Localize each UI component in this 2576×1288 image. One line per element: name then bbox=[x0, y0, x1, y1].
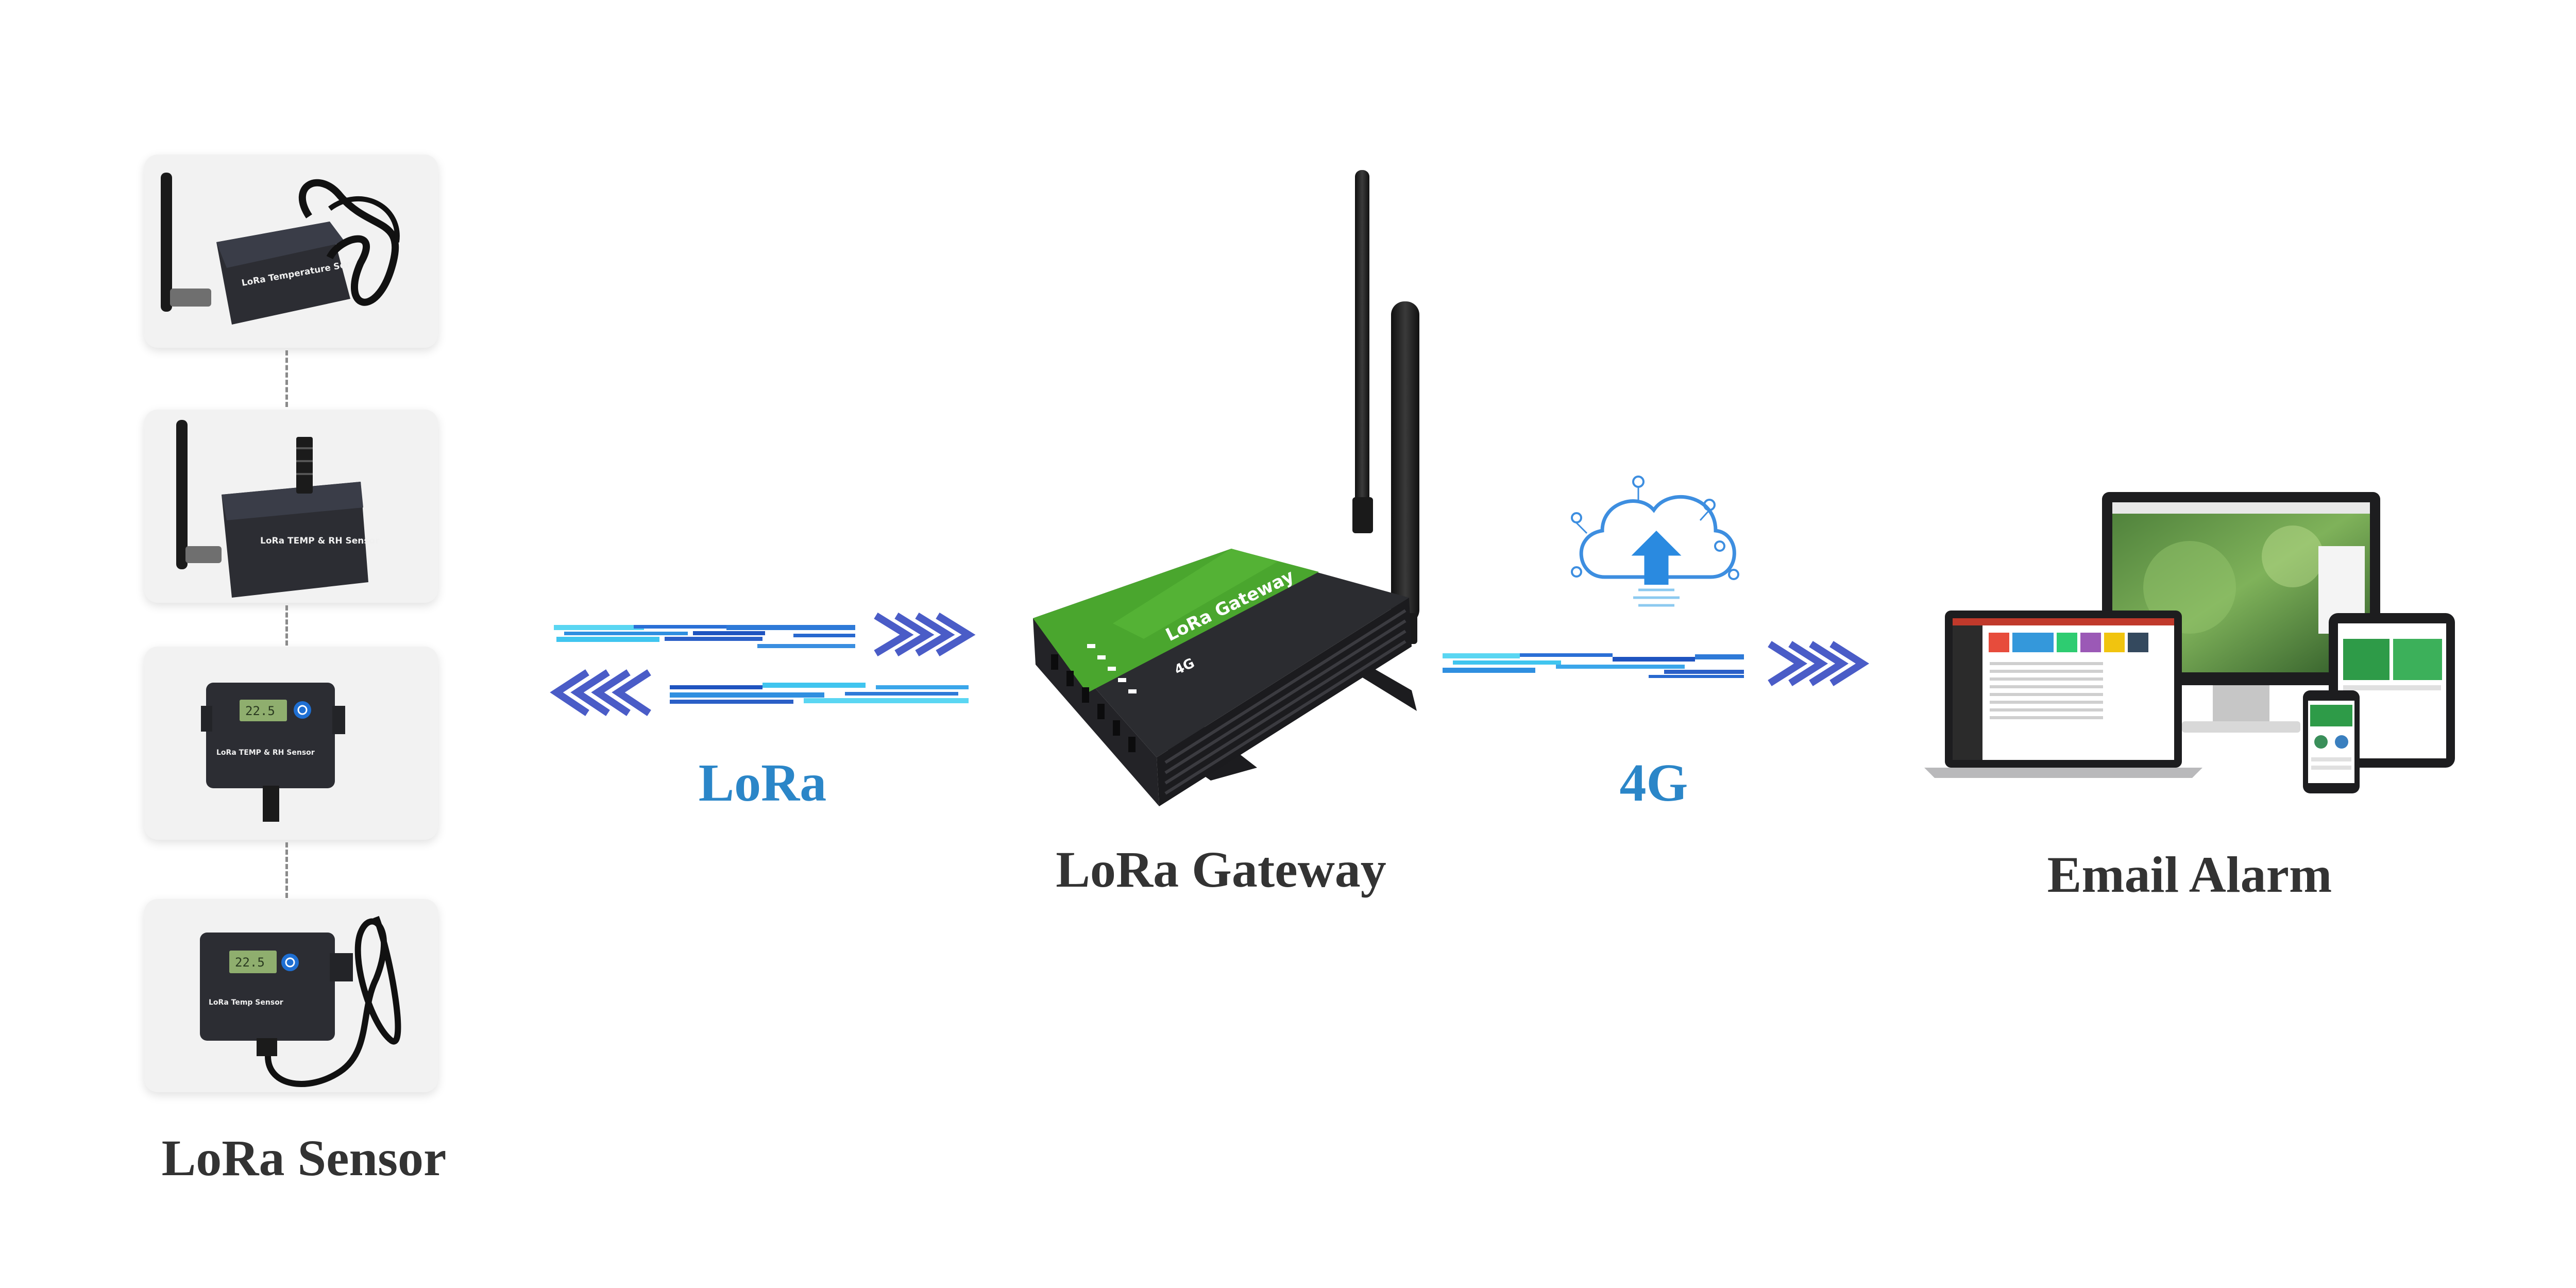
lora-downlink bbox=[670, 683, 969, 704]
lora-uplink bbox=[554, 625, 855, 648]
sensor-2-device: LoRa TEMP & RH Sensor bbox=[176, 420, 380, 598]
sensor-3-device: 22.5 LoRa TEMP & RH Sensor bbox=[201, 683, 345, 822]
connector-dash-1 bbox=[285, 350, 288, 407]
phone-device bbox=[2303, 690, 2360, 793]
sensor-2-nameplate: LoRa TEMP & RH Sensor bbox=[260, 536, 380, 546]
connector-dash-2 bbox=[285, 605, 288, 646]
sensor-4-device: 22.5 LoRa Temp Sensor bbox=[200, 916, 401, 1087]
cellular-link-label: 4G bbox=[1619, 753, 1688, 812]
lora-downlink-chevrons bbox=[550, 669, 651, 716]
laptop-device bbox=[1924, 611, 2202, 778]
sensor-1-device: LoRa Temperature Sensor bbox=[161, 173, 400, 325]
cellular-link bbox=[1443, 653, 1744, 678]
sensor-4-display: 22.5 bbox=[235, 955, 265, 970]
gateway-device: LoRa Gateway 4G bbox=[1033, 170, 1419, 806]
sensor-3-nameplate: LoRa TEMP & RH Sensor bbox=[216, 749, 315, 757]
sensor-3-display: 22.5 bbox=[245, 704, 275, 718]
email-alarm-label: Email Alarm bbox=[2047, 846, 2332, 903]
connector-dash-3 bbox=[285, 842, 288, 898]
cloud-upload-icon bbox=[1571, 476, 1739, 607]
gateway-label: LoRa Gateway bbox=[1056, 841, 1386, 898]
sensor-group-label: LoRa Sensor bbox=[161, 1129, 447, 1187]
sensor-4-nameplate: LoRa Temp Sensor bbox=[209, 998, 283, 1007]
cellular-link-chevrons bbox=[1768, 641, 1870, 686]
lora-uplink-chevrons bbox=[874, 613, 976, 657]
lora-link-label: LoRa bbox=[698, 753, 827, 812]
